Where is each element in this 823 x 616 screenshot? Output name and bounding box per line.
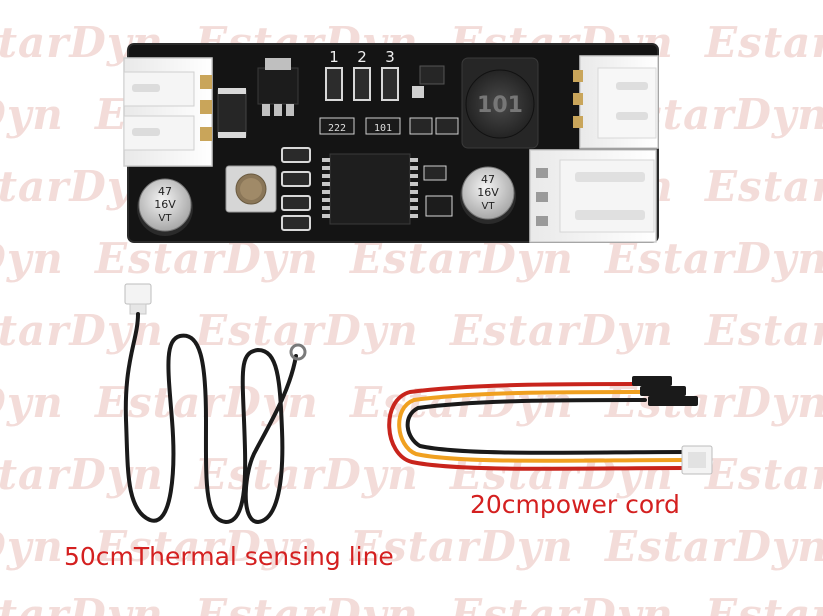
wire-red <box>387 382 688 471</box>
jumper-pads <box>325 67 399 101</box>
push-button <box>225 165 277 213</box>
transistor-top <box>412 65 445 98</box>
pin-labels: 1 2 3 <box>329 48 395 66</box>
voltage-regulator <box>257 58 299 116</box>
resistor-row: 222 101 <box>319 117 459 135</box>
right-top-connector <box>573 55 659 149</box>
ic-chip <box>322 153 418 225</box>
thermal-wire <box>123 312 298 525</box>
capacitor-left-line2: 16V <box>154 198 176 211</box>
thermal-sensing-line <box>123 283 307 525</box>
capacitor-left-line1: 47 <box>158 185 172 198</box>
right-bottom-connector <box>529 149 657 243</box>
resistor-code-1: 222 <box>328 123 346 134</box>
capacitor-left: 47 16V VT <box>137 178 193 236</box>
left-connector <box>123 57 213 167</box>
capacitor-right-line2: 16V <box>477 186 499 199</box>
pin-label-3: 3 <box>385 48 395 66</box>
wire-orange <box>397 390 688 463</box>
ring-terminal <box>289 343 307 361</box>
thermal-connector-plug <box>124 283 152 305</box>
inductor: 101 <box>461 57 539 149</box>
pin-label-1: 1 <box>329 48 339 66</box>
diode-left <box>217 88 247 138</box>
power-cord-label: 20cmpower cord <box>470 490 680 519</box>
power-cord <box>387 376 713 475</box>
smd-components <box>281 147 453 231</box>
dupont-connectors <box>632 376 698 406</box>
power-connector-plug <box>681 445 713 475</box>
thermal-line-label: 50cmThermal sensing line <box>64 542 394 571</box>
inductor-code: 101 <box>477 93 523 118</box>
pin-label-2: 2 <box>357 48 367 66</box>
wire-black <box>405 398 688 455</box>
resistor-code-2: 101 <box>374 123 392 134</box>
pcb-board: 1 2 3 101 222 101 <box>123 43 659 243</box>
capacitor-right-line1: 47 <box>481 173 495 186</box>
capacitor-right: 47 16V VT <box>460 166 516 224</box>
capacitor-left-line3: VT <box>159 213 173 224</box>
capacitor-right-line3: VT <box>482 201 496 212</box>
